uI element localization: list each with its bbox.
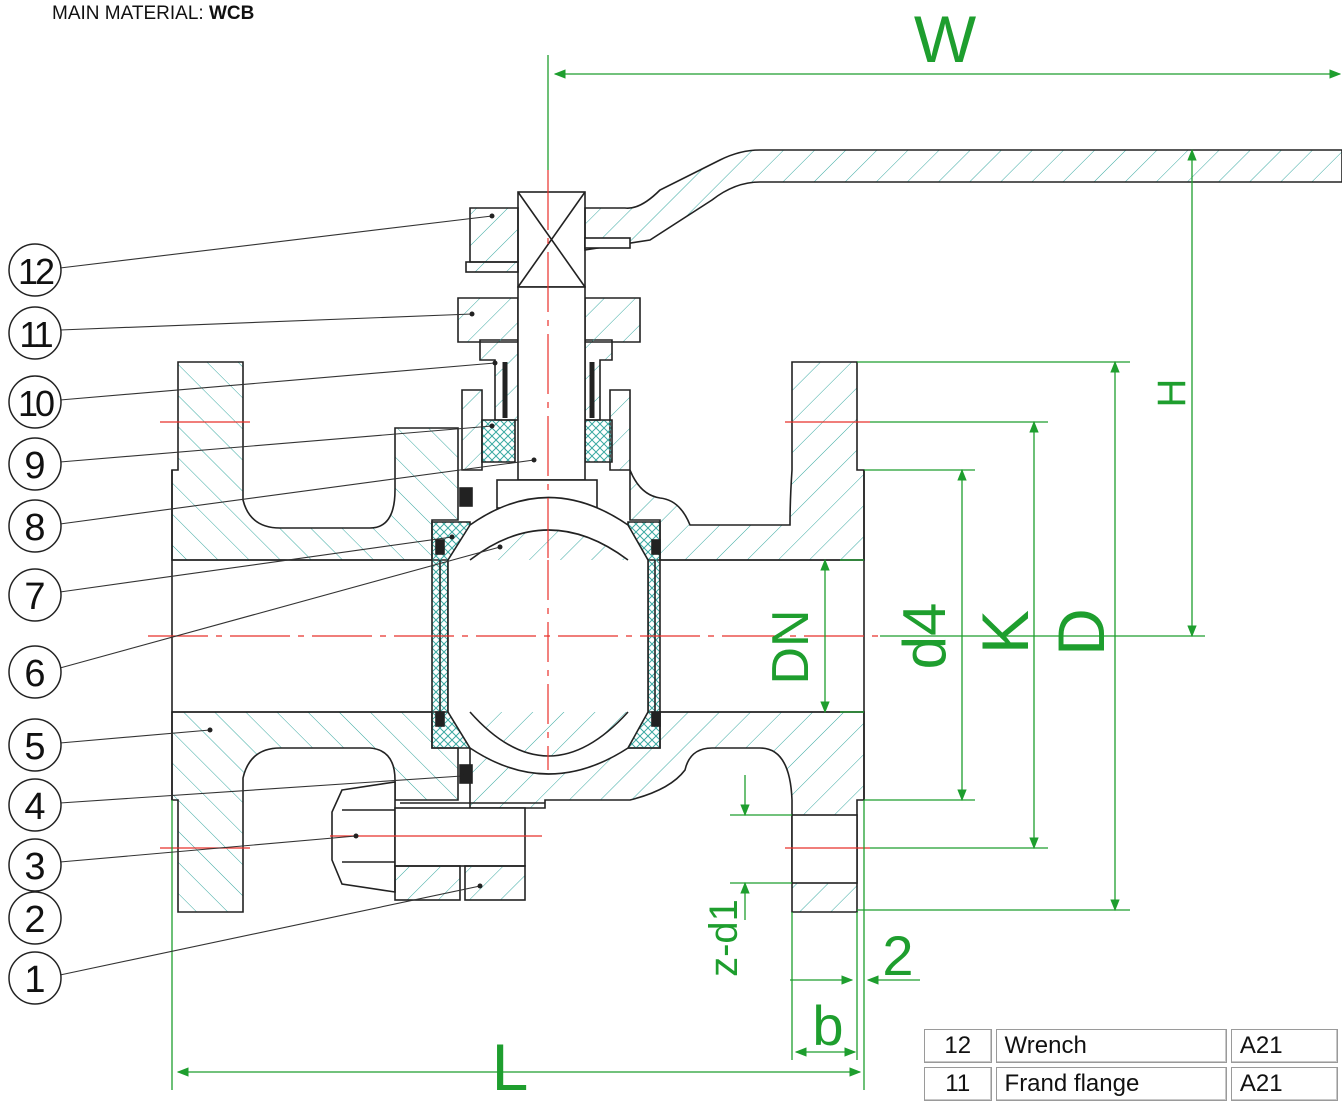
callout-11: 11 bbox=[8, 306, 62, 360]
material-value: WCB bbox=[208, 3, 255, 24]
svg-text:6: 6 bbox=[24, 653, 45, 695]
part-number: 11 bbox=[924, 1067, 992, 1101]
callout-3: 3 bbox=[8, 838, 62, 892]
dim-b: b bbox=[812, 994, 843, 1057]
svg-text:12: 12 bbox=[18, 251, 54, 292]
dim-2: 2 bbox=[882, 924, 913, 987]
svg-text:2: 2 bbox=[24, 899, 45, 941]
bolt-nut bbox=[331, 781, 545, 901]
dim-zd1: z-d1 bbox=[702, 899, 746, 977]
material-label: MAIN MATERIAL: bbox=[52, 3, 209, 24]
callout-7: 7 bbox=[8, 568, 62, 622]
leader-lines bbox=[59, 215, 535, 976]
dimension-lines bbox=[171, 55, 1342, 1090]
dimension-labels: W H D K d4 DN z-d1 L b 2 bbox=[492, 2, 1194, 1104]
dim-L: L bbox=[492, 1030, 529, 1104]
callout-5: 5 bbox=[8, 718, 62, 772]
callout-2: 2 bbox=[8, 891, 62, 945]
svg-text:4: 4 bbox=[24, 786, 45, 828]
dim-W: W bbox=[914, 2, 977, 76]
svg-text:3: 3 bbox=[24, 846, 45, 888]
table-row: 11 Frand flange A21 bbox=[924, 1067, 1338, 1101]
callout-6: 6 bbox=[8, 645, 62, 699]
callout-12: 12 bbox=[8, 243, 62, 297]
callout-9: 9 bbox=[8, 437, 62, 491]
part-material: A21 bbox=[1230, 1029, 1338, 1063]
wrench bbox=[465, 149, 1342, 273]
table-row: 12 Wrench A21 bbox=[924, 1029, 1338, 1063]
bonnet-neck bbox=[457, 297, 641, 471]
svg-text:5: 5 bbox=[24, 726, 45, 768]
callout-4: 4 bbox=[8, 778, 62, 832]
svg-text:7: 7 bbox=[24, 576, 45, 618]
callout-bubbles: 12 11 10 9 8 7 6 5 4 3 2 1 bbox=[8, 243, 62, 1005]
dim-K: K bbox=[968, 610, 1042, 654]
dim-DN: DN bbox=[762, 609, 820, 684]
dim-D: D bbox=[1044, 608, 1118, 656]
svg-text:10: 10 bbox=[18, 383, 54, 424]
parts-table: 12 Wrench A21 11 Frand flange A21 bbox=[920, 1025, 1342, 1105]
dim-H: H bbox=[1150, 379, 1194, 408]
part-number: 12 bbox=[924, 1029, 992, 1063]
main-material-caption: MAIN MATERIAL: WCB bbox=[52, 3, 254, 25]
svg-text:1: 1 bbox=[24, 959, 45, 1001]
callout-10: 10 bbox=[8, 375, 62, 429]
svg-text:8: 8 bbox=[24, 507, 45, 549]
dim-d4: d4 bbox=[891, 603, 958, 670]
part-name: Frand flange bbox=[995, 1067, 1227, 1101]
svg-text:9: 9 bbox=[24, 445, 45, 487]
part-name: Wrench bbox=[995, 1029, 1227, 1063]
callout-8: 8 bbox=[8, 499, 62, 553]
svg-text:11: 11 bbox=[19, 314, 52, 355]
callout-1: 1 bbox=[8, 951, 62, 1005]
part-material: A21 bbox=[1230, 1067, 1338, 1101]
centerlines bbox=[148, 170, 880, 849]
